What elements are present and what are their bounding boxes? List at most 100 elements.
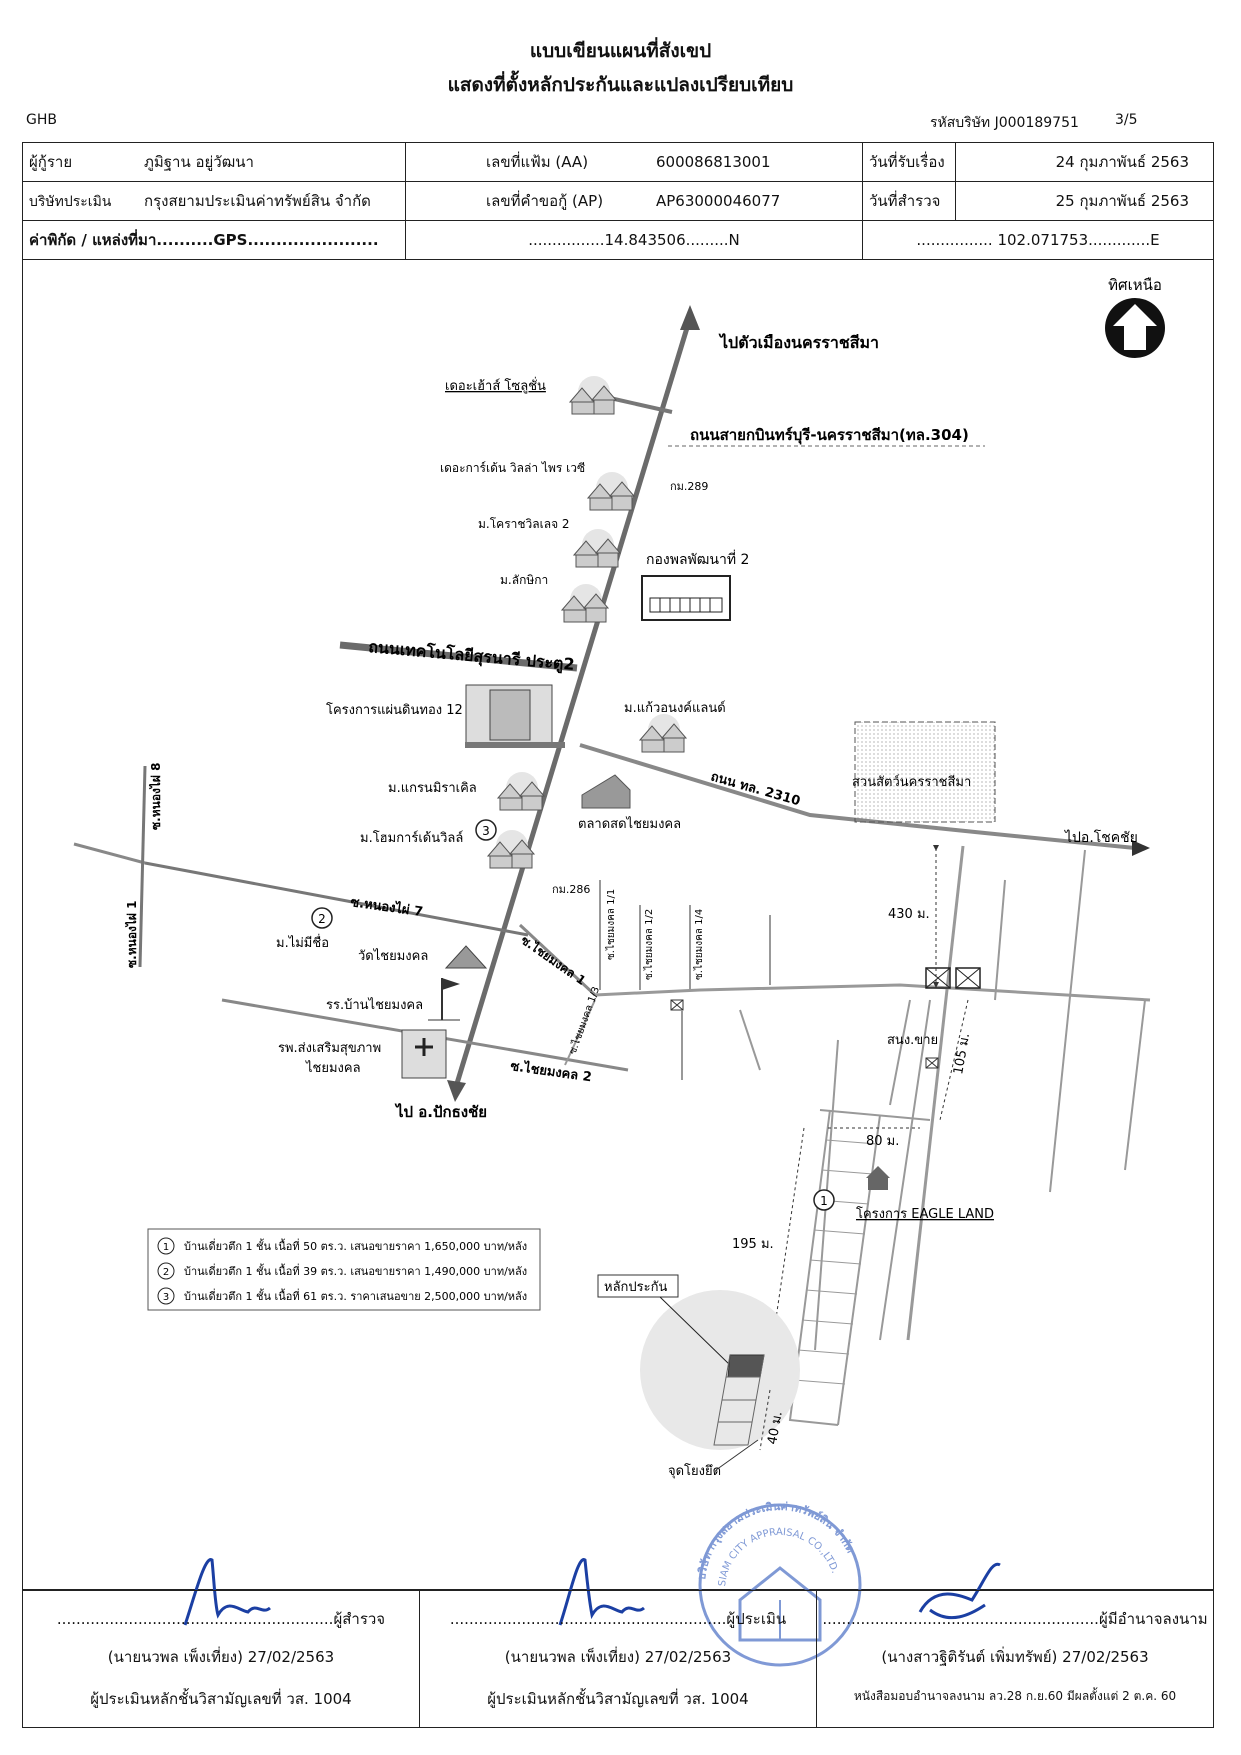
dist-195-label: 195 ม. (732, 1237, 774, 1252)
svg-text:2: 2 (318, 912, 326, 926)
grand-miracle-label: ม.แกรนมิราเคิล (388, 781, 477, 796)
kaewong-land-label: ม.แก้วอนงค์แลนด์ (624, 700, 726, 716)
zoo-label: สวนสัตว์นครราชสีมา (852, 774, 971, 790)
collateral-label-box (597, 1274, 679, 1298)
signature-authorizer (918, 1562, 1001, 1620)
signature-appraiser (558, 1558, 645, 1626)
house-icon (568, 376, 618, 415)
svg-text:SIAM CITY APPRAISAL CO.,LTD.: SIAM CITY APPRAISAL CO.,LTD. (717, 1527, 840, 1587)
army-building-icon (641, 575, 731, 621)
km289-label: กม.289 (670, 480, 708, 493)
house-icons (486, 376, 688, 869)
signature-block-appraiser: ........................................… (420, 1591, 817, 1727)
survey-value: 25 กุมภาพันธ์ 2563 (955, 181, 1214, 221)
marker-3: 3 (475, 819, 497, 841)
ghb-label: GHB (26, 112, 57, 128)
east-road-3 (1049, 849, 1086, 1193)
sales-office-icon (925, 1057, 939, 1069)
east-road-2 (994, 879, 1006, 1001)
hospital-icon (401, 1029, 447, 1079)
collateral-highlight (640, 1290, 800, 1450)
flag-icon (428, 978, 460, 1021)
gate-icon (955, 967, 981, 989)
marker-1: 1 (813, 1189, 835, 1211)
signature-line: ........................................… (449, 1610, 787, 1628)
wat-label: วัดไชยมงคล (358, 948, 428, 964)
lakkika-label: ม.ลักษิกา (500, 573, 548, 587)
house-icon (486, 830, 536, 869)
file-no-value: 600086813001 (656, 153, 771, 171)
east-road-8 (739, 1009, 761, 1071)
eagle-land-house-icon (866, 1166, 890, 1190)
signature-line: ........................................… (822, 1610, 1208, 1628)
tower-building-icon (465, 684, 565, 748)
collateral-pointer (659, 1296, 731, 1366)
arrow-north-icon (680, 305, 700, 330)
title-line-1: แบบเขียนแผนที่สังเขป (529, 40, 712, 62)
zoo-area (854, 721, 996, 823)
collateral-plots (713, 1354, 765, 1446)
to-korat-label: ไปตัวเมืองนครราชสีมา (718, 333, 879, 352)
market-icon (581, 774, 631, 809)
legend-item-3: 3 บ้านเดี่ยวตึก 1 ชั้น เนื้อที่ 61 ตร.ว.… (157, 1287, 527, 1305)
home-garden-label: ม.โฮมการ์เด้นวิลล์ (360, 830, 463, 846)
korat-village2-label: ม.โคราชวิลเลจ 2 (478, 517, 570, 531)
to-pakthongchai-label: ไป อ.ปักธงชัย (394, 1102, 487, 1121)
soi-chai13-label: ซ.ไชยมงคล 1/3 (567, 985, 603, 1056)
svg-text:3: 3 (482, 824, 490, 838)
legend-item-1: 1 บ้านเดี่ยวตึก 1 ชั้น เนื้อที่ 50 ตร.ว.… (157, 1237, 527, 1255)
tie-point-pointer (715, 1439, 759, 1471)
soi-nongphai7-road (144, 861, 529, 937)
signer-license: หนังสือมอบอำนาจลงนาม ลว.28 ก.ย.60 มีผลตั… (853, 1689, 1177, 1703)
distance-40-line (759, 1389, 771, 1451)
signature-block-surveyor: ........................................… (23, 1591, 420, 1727)
soi-nongphai8-label: ซ.หนองไผ่ 8 (148, 763, 163, 830)
road-2310 (579, 743, 1136, 850)
legend-item-2: 2 บ้านเดี่ยวตึก 1 ชั้น เนื้อที่ 39 ตร.ว.… (157, 1262, 527, 1280)
collateral-label: หลักประกัน (604, 1280, 667, 1295)
request-no-value: AP63000046077 (656, 192, 781, 210)
info-table: ผู้กู้รายภูมิฐาน อยู่วัฒนา เลขที่แฟ้ม (A… (22, 142, 1214, 260)
no-name-label: ม.ไม่มีชื่อ (276, 934, 329, 951)
house-icon (638, 714, 688, 753)
svg-text:2: 2 (163, 1267, 169, 1278)
east-road-4 (1124, 999, 1146, 1171)
east-road-1 (906, 845, 965, 1341)
hospital-label-2: ไชยมงคล (305, 1060, 361, 1076)
company-code: รหัสบริษัท J000189751 (930, 115, 1079, 131)
house-icon (586, 472, 636, 511)
request-no-label: เลขที่คำขอกู้ (AP) (486, 192, 604, 210)
marker-2: 2 (311, 907, 333, 929)
technology-road-label: ถนนเทคโนโลยีสุรนารี ประตู2 (367, 636, 575, 676)
technology-road (339, 641, 578, 672)
soi-chai13-road (564, 999, 596, 1066)
signature-surveyor (183, 1558, 271, 1626)
map-area (22, 256, 1214, 1590)
dist-80-label: 80 ม. (866, 1134, 899, 1149)
distance-105-line (939, 999, 969, 1121)
project-lots (788, 1109, 931, 1426)
mailbox-icon (670, 999, 684, 1011)
company-value: กรุงสยามประเมินค่าทรัพย์สิน จำกัด (144, 192, 371, 210)
soi-chai1-road (518, 923, 597, 997)
soi-chai1-label: ซ.ไชยมงคล 1 (518, 932, 589, 988)
east-road-6 (889, 999, 911, 1106)
arrow-east-icon (1132, 840, 1150, 856)
title-line-2: แสดงที่ตั้งหลักประกันและแปลงเปรียบเทียบ (447, 74, 794, 96)
snong-khai-label: สนง.ขาย (887, 1033, 938, 1048)
gate-icon (925, 967, 951, 989)
east-road (594, 983, 1151, 1002)
longitude-value: ................ 102.071753.............… (862, 220, 1214, 260)
legend-text: บ้านเดี่ยวตึก 1 ชั้น เนื้อที่ 61 ตร.ว. ร… (184, 1288, 527, 1303)
soi-chai14-label: ซ.ไชยมงคล 1/4 (693, 909, 705, 980)
legend-box (147, 1228, 541, 1311)
coord-label: ค่าพิกัด / แหล่งที่มา..........GPS......… (22, 220, 406, 260)
soi-nongphai8-road (138, 765, 147, 968)
svg-text:3: 3 (163, 1292, 169, 1303)
company-label: บริษัทประเมิน (29, 194, 112, 210)
soi-nongphai7-label: ซ.หนองไผ่ 7 (349, 893, 424, 920)
house-solution-label: เดอะเฮ้าส์ โซลูชั่น (445, 377, 546, 394)
army2-label: กองพลพัฒนาที่ 2 (646, 550, 749, 568)
file-no-label: เลขที่แฟ้ม (AA) (486, 153, 589, 171)
